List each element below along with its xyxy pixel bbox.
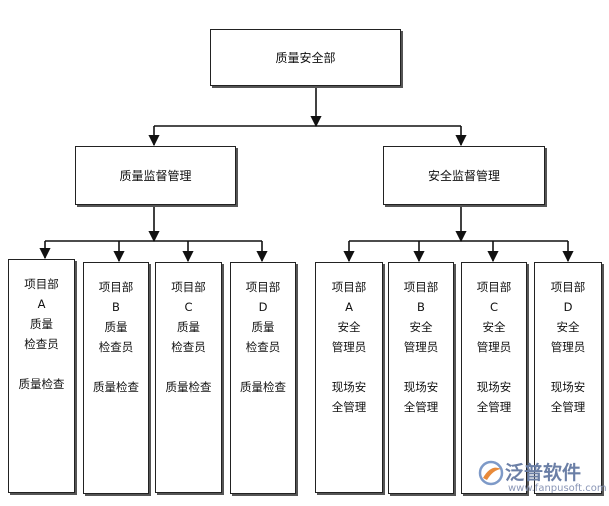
leaf-letter-label: B: [112, 300, 120, 314]
leaf-dept-label: 项目部: [245, 280, 281, 294]
leaf-dept-label: 项目部: [331, 280, 367, 294]
leaf-duty-label: 现场安: [403, 380, 439, 394]
quality-branch-connectors: [39, 205, 268, 263]
leaf-role-label: 安全: [556, 320, 580, 334]
leaf-role-label: 检查员: [245, 340, 281, 354]
leaf-letter-label: C: [489, 300, 499, 314]
leaf-dept-label: 项目部: [550, 280, 586, 294]
leaf-duty-label: 质量检查: [165, 380, 212, 394]
leaf-duty-label: 质量检查: [93, 380, 139, 394]
leaf-role-label: 安全: [482, 320, 506, 334]
leaf-node: 项目部 D 质量检查员质量检查: [230, 262, 296, 494]
watermark: 泛普软件 www.fanpusoft.com: [478, 458, 607, 500]
root-to-branch-connectors: [148, 87, 467, 147]
leaf-role-label: 质量: [30, 317, 53, 331]
leaf-dept-label: 项目部: [24, 277, 59, 291]
leaf-duty-label: 质量检查: [18, 377, 65, 391]
leaf-duty-label: 现场安: [476, 380, 512, 394]
watermark-url: www.fanpusoft.com: [508, 483, 607, 494]
leaf-duty-label: 现场安: [550, 380, 586, 394]
leaf-role-label: 安全: [409, 320, 433, 334]
leaf-duty-label: 全管理: [403, 400, 439, 414]
branch-node-label: 质量监督管理: [119, 169, 192, 183]
branch-node-quality: 质量监督管理: [75, 146, 236, 205]
leaf-node: 项目部 C 安全管理员现场安全管理: [461, 262, 527, 494]
logo-icon: [478, 460, 504, 486]
leaf-role-label: 质量: [251, 320, 275, 334]
safety-branch-connectors: [343, 205, 574, 263]
root-node: 质量安全部: [210, 29, 401, 86]
leaf-role-label: 管理员: [331, 340, 367, 354]
leaf-node: 项目部 B 质量检查员质量检查: [83, 262, 149, 494]
leaf-node: 项目部 C 质量检查员质量检查: [155, 262, 222, 493]
leaf-dept-label: 项目部: [476, 280, 512, 294]
leaf-letter-label: C: [184, 300, 193, 314]
leaf-dept-label: 项目部: [403, 280, 439, 294]
leaf-letter-label: A: [345, 300, 353, 314]
leaf-role-label: 检查员: [171, 340, 206, 354]
leaf-dept-label: 项目部: [98, 280, 134, 294]
leaf-role-label: 安全: [337, 320, 361, 334]
leaf-node: 项目部 A 安全管理员现场安全管理: [315, 262, 383, 493]
root-node-label: 质量安全部: [275, 51, 336, 65]
leaf-role-label: 管理员: [403, 340, 439, 354]
leaf-duty-label: 全管理: [331, 400, 367, 414]
leaf-role-label: 管理员: [476, 340, 512, 354]
leaf-dept-label: 项目部: [171, 280, 206, 294]
leaf-role-label: 管理员: [550, 340, 586, 354]
leaf-node: 项目部 A 质量检查员质量检查: [8, 259, 75, 493]
leaf-letter-label: D: [563, 300, 573, 314]
leaf-node: 项目部 D 安全管理员现场安全管理: [534, 262, 602, 494]
branch-node-label: 安全监督管理: [427, 169, 500, 183]
leaf-node: 项目部 B 安全管理员现场安全管理: [388, 262, 454, 494]
leaf-duty-label: 全管理: [476, 400, 512, 414]
leaf-duty-label: 质量检查: [240, 380, 286, 394]
leaf-letter-label: D: [258, 300, 268, 314]
leaf-duty-label: 现场安: [331, 380, 367, 394]
leaf-role-label: 检查员: [24, 337, 59, 351]
watermark-name: 泛普软件: [505, 462, 582, 484]
leaf-letter-label: B: [417, 300, 425, 314]
leaf-role-label: 质量: [104, 320, 128, 334]
leaf-letter-label: A: [37, 297, 46, 311]
leaf-role-label: 检查员: [98, 340, 134, 354]
leaf-duty-label: 全管理: [550, 400, 586, 414]
branch-node-safety: 安全监督管理: [383, 146, 545, 205]
leaf-role-label: 质量: [177, 320, 200, 334]
